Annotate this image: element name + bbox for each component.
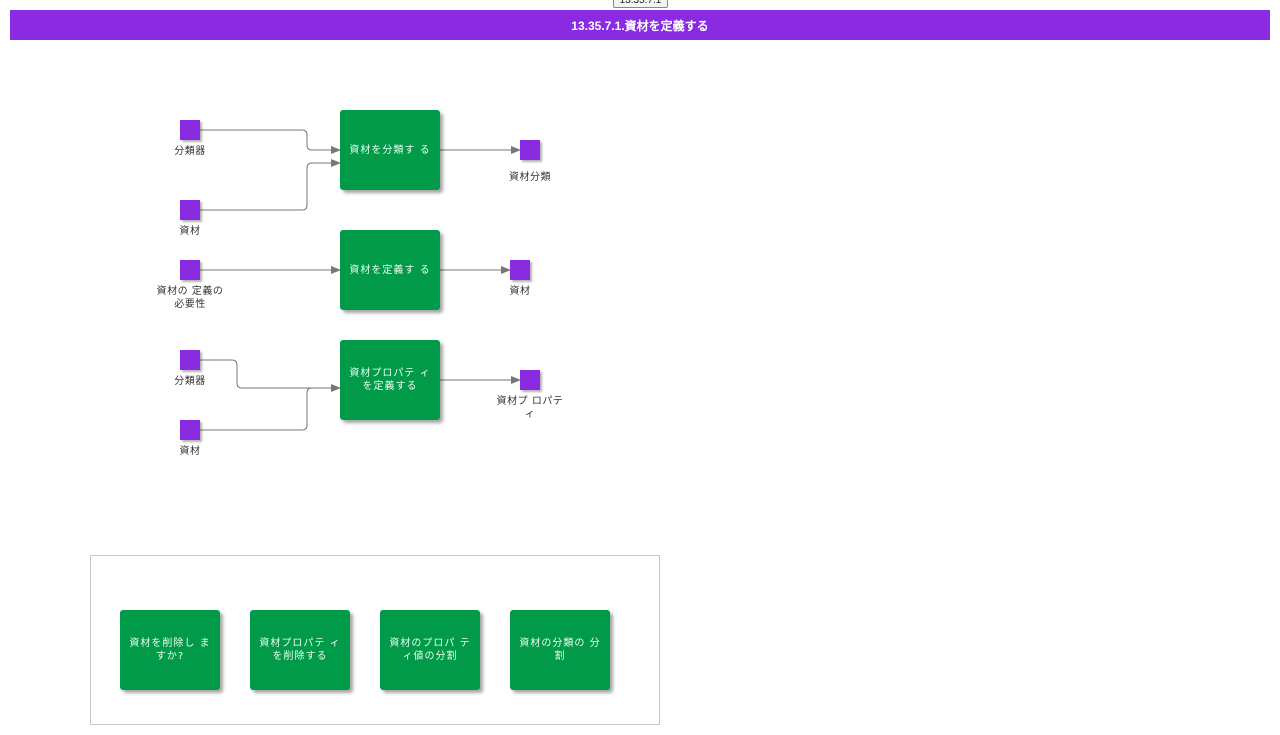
related-delete-material[interactable]: 資材を削除し ますか? (120, 610, 220, 690)
related-processes-frame (90, 555, 660, 725)
input-classifier-label: 分類器 (174, 146, 206, 157)
output-classification-label: 資材分類 (509, 172, 551, 183)
input-material-artifact-2[interactable] (180, 420, 200, 440)
connector-material-to-property (200, 387, 340, 431)
page-title: 13.35.7.1.資材を定義する (10, 10, 1270, 40)
input-classifier-artifact[interactable] (180, 120, 200, 140)
connector-classifier-to-property (200, 359, 341, 392)
process-define-material[interactable]: 資材を定義す る (340, 230, 440, 310)
input-definition-need-label: 資材の 定義の 必要性 (156, 286, 224, 310)
output-material-artifact[interactable] (510, 260, 530, 280)
output-material-property-artifact[interactable] (520, 370, 540, 390)
output-material-label: 資材 (509, 286, 531, 297)
connector-material-to-classify (200, 159, 341, 211)
input-material-label: 資材 (179, 226, 201, 237)
process-classify-material[interactable]: 資材を分類す る (340, 110, 440, 190)
process-define-material-property[interactable]: 資材プロパテ ィを定義する (340, 340, 440, 420)
related-delete-material-property[interactable]: 資材プロパテ ィを削除する (250, 610, 350, 690)
related-split-material-classification[interactable]: 資材の分類の 分割 (510, 610, 610, 690)
related-split-property-value[interactable]: 資材のプロパ ティ値の分割 (380, 610, 480, 690)
input-material-label-2: 資材 (179, 446, 201, 457)
input-material-artifact[interactable] (180, 200, 200, 220)
connector-classifier-to-classify (200, 129, 341, 154)
input-definition-need-artifact[interactable] (180, 260, 200, 280)
input-classifier-label-2: 分類器 (174, 376, 206, 387)
output-material-property-label: 資材プ ロパテ ィ (496, 396, 564, 420)
input-classifier-artifact-2[interactable] (180, 350, 200, 370)
output-classification-artifact[interactable] (520, 140, 540, 160)
diagram-tab[interactable]: 13.35.7.1 (613, 0, 668, 8)
